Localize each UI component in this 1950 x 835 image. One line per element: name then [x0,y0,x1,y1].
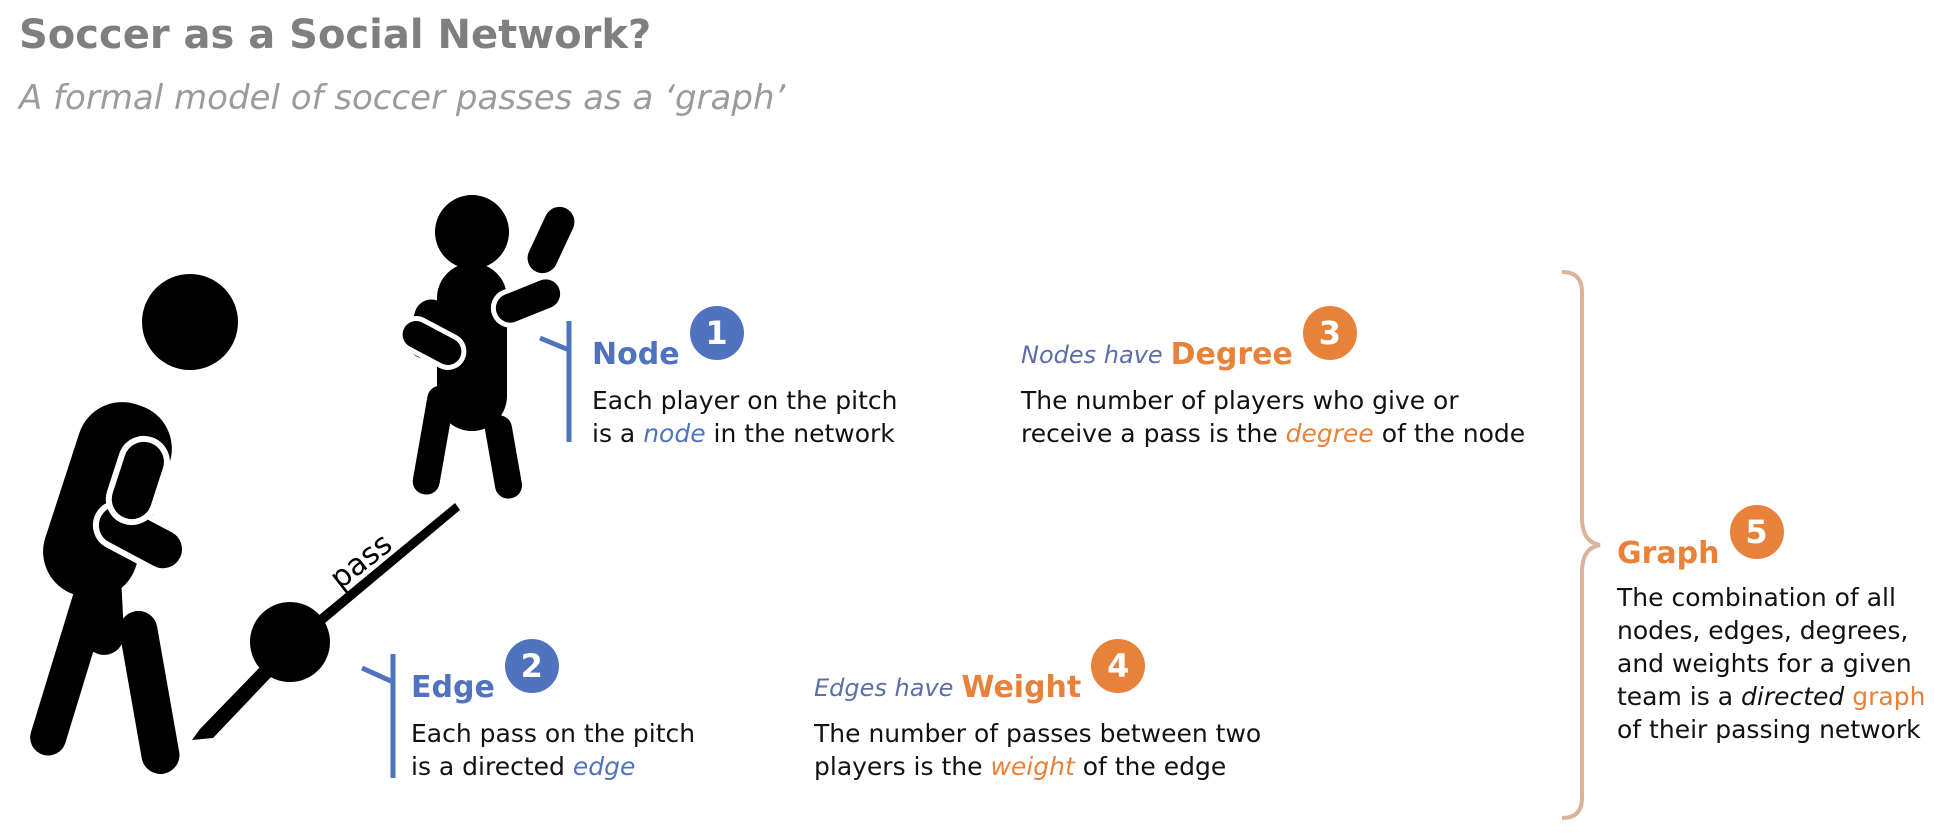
player-right-figure [397,195,575,499]
player-right-forearm [527,206,575,274]
edge-line1: Each pass on the pitch [411,719,696,748]
weight-keyword: weight [990,752,1075,781]
graph-bracket [1561,270,1601,820]
degree-number-badge: 3 [1302,306,1357,360]
edge-description: Each pass on the pitch is a directed edg… [411,717,695,783]
degree-line1: The number of players who give or [1021,386,1459,415]
degree-block: Nodes have Degree 3 The number of player… [1021,306,1525,450]
graph-keyword-graph: graph [1852,682,1926,711]
player-left-upperarm [105,435,170,526]
edge-keyword: edge [572,752,636,781]
edge-line2: is a directed edge [411,752,636,781]
degree-keyword: degree [1285,419,1374,448]
player-right-leg-left [412,385,455,495]
ball-icon [250,602,330,682]
weight-prefix: Edges have [814,674,954,702]
player-right-leg-right [484,415,523,499]
graph-line1: The combination of all [1617,583,1896,612]
graph-line4: team is a directed graph [1617,682,1926,711]
graph-line3: and weights for a given [1617,649,1912,678]
graph-heading: Graph [1617,536,1720,571]
node-heading: Node [592,337,680,372]
node-keyword: node [643,419,706,448]
page-title: Soccer as a Social Network? [19,12,652,58]
weight-line2: players is the weight of the edge [814,752,1227,781]
weight-number-badge: 4 [1091,639,1146,693]
weight-description: The number of passes between two players… [814,717,1261,783]
player-right-head [435,195,509,269]
degree-heading: Degree [1170,337,1293,372]
player-right-arm-up [490,274,566,328]
edge-block: Edge 2 Each pass on the pitch is a direc… [411,639,695,783]
weight-heading: Weight [961,670,1082,705]
node-description: Each player on the pitch is a node in th… [592,384,897,450]
node-block: Node 1 Each player on the pitch is a nod… [592,306,897,450]
graph-description: The combination of all nodes, edges, deg… [1617,581,1925,746]
player-right-hand [397,316,467,370]
pass-streak-lower [192,665,272,740]
degree-description: The number of players who give or receiv… [1021,384,1525,450]
player-left-head [142,274,238,370]
degree-line2: receive a pass is the degree of the node [1021,419,1526,448]
graph-block: Graph 5 The combination of all nodes, ed… [1617,505,1925,746]
weight-line1: The number of passes between two [814,719,1262,748]
node-connector [539,321,572,442]
graph-number-badge: 5 [1729,505,1784,559]
graph-line5: of their passing network [1617,715,1921,744]
player-left-leg-front [119,610,180,774]
player-left-figure [30,274,238,774]
page-subtitle: A formal model of soccer passes as a ‘gr… [19,78,786,118]
edge-connector [360,654,396,778]
player-left-leg-inner [80,540,124,655]
player-right-torso [437,263,507,431]
graph-keyword-directed: directed [1741,682,1845,711]
node-line1: Each player on the pitch [592,386,898,415]
node-line2: is a node in the network [592,419,895,448]
node-number-badge: 1 [689,306,744,360]
degree-prefix: Nodes have [1021,341,1163,369]
weight-block: Edges have Weight 4 The number of passes… [814,639,1261,783]
graph-line2: nodes, edges, degrees, [1617,616,1909,645]
edge-number-badge: 2 [504,639,559,693]
pass-streak-upper [318,503,460,623]
edge-heading: Edge [411,670,495,705]
